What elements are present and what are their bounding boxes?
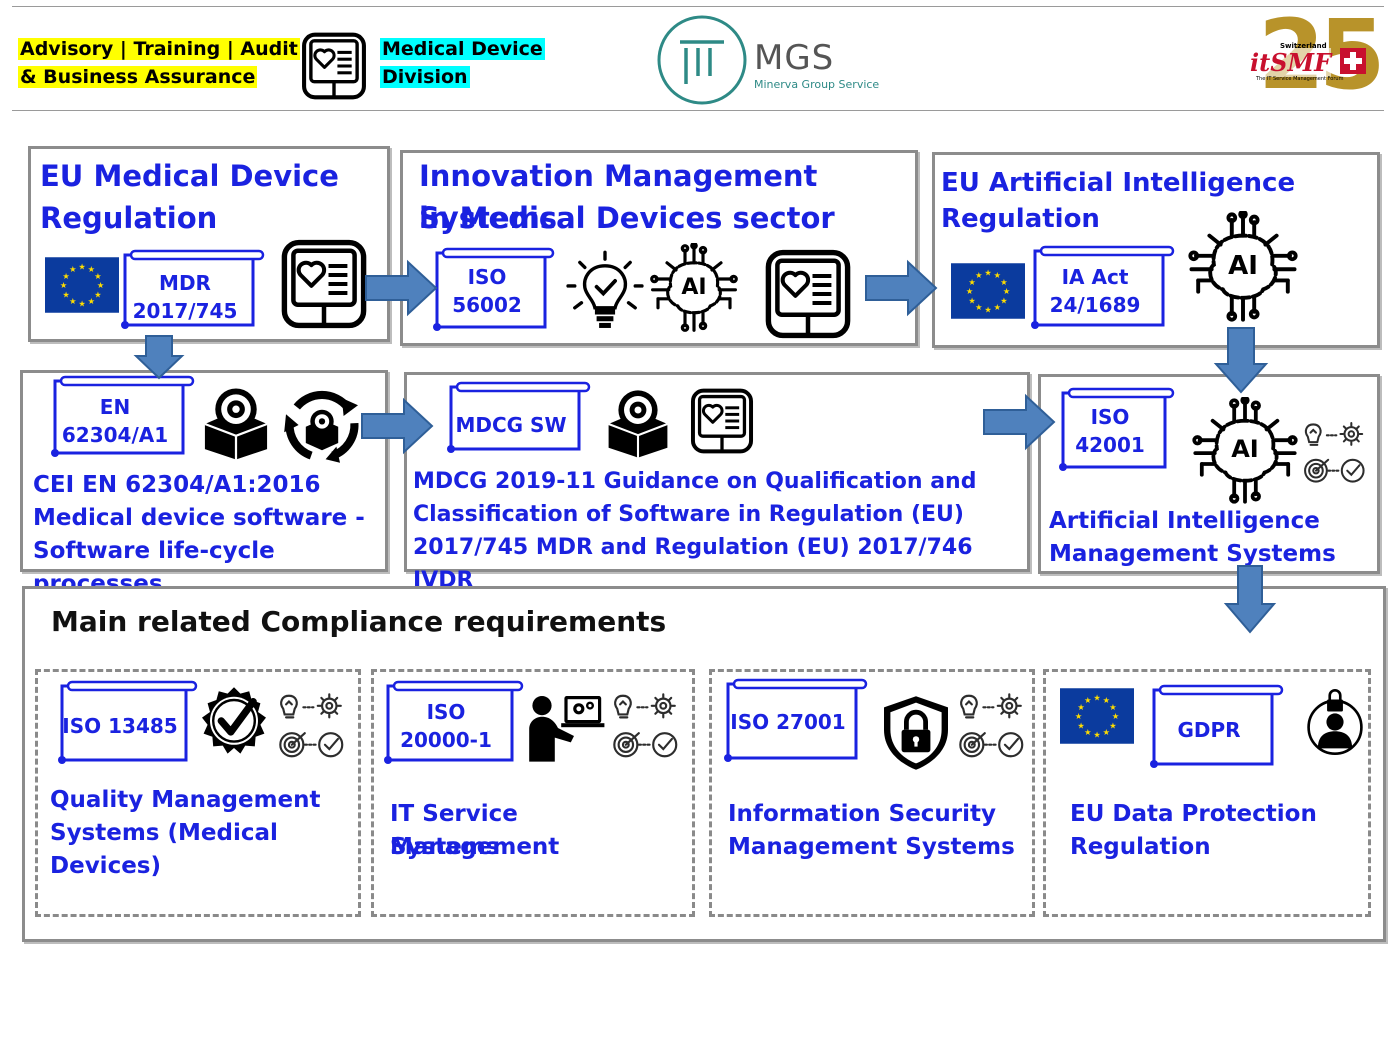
card3-text-line1: Information Security [728, 801, 997, 827]
aia-title-line2: Regulation [941, 204, 1100, 234]
en-text-line2: Medical device software - [33, 505, 365, 531]
en-doc-line1: EN [99, 395, 131, 419]
itsmf-25-badge: 25 Switzerland itSMF The IT Service Mana… [1250, 0, 1386, 110]
software-box-icon [199, 381, 273, 467]
mdcg-text-line3: 2017/745 MDR and Regulation (EU) 2017/74… [413, 535, 973, 593]
tagline-line2: & Business Assurance [18, 66, 258, 88]
eu-flag-icon [1060, 688, 1134, 744]
person-lock-icon [1302, 682, 1368, 762]
iso42001-document: ISO 42001 [1055, 387, 1179, 473]
compliance-card: GDPR EU Data Protection Regulation [1043, 669, 1371, 917]
card1-text-line2: Systems (Medical [50, 820, 278, 846]
card3-text-line2: Management Systems [728, 834, 1015, 860]
card2-doc-line1: ISO [426, 700, 466, 724]
target-process-icon [276, 688, 348, 764]
security-shield-icon [876, 688, 956, 778]
iso42001-text-line1: Artificial Intelligence [1049, 508, 1320, 534]
card1-text-line3: Devices) [50, 853, 162, 879]
aia-doc-line1: IA Act [1061, 265, 1129, 289]
mdcg-panel: MDCG SW MDCG 2019-11 Guidance on Qualifi… [404, 372, 1030, 593]
badge-tagline: The IT Service Management Forum [1256, 76, 1344, 82]
software-box-icon [603, 383, 673, 465]
division-label: Medical Device Division [380, 35, 545, 91]
card4-doc-line1: GDPR [1177, 718, 1241, 742]
card2-text-line2: Systems [390, 834, 500, 860]
ai-act-panel: EU Artificial Intelligence Regulation IA… [932, 152, 1380, 348]
software-cycle-icon [277, 379, 367, 471]
it-support-icon [520, 688, 612, 768]
ia-act-document: IA Act 24/1689 [1027, 245, 1177, 331]
division-line1: Medical Device [380, 38, 545, 60]
compliance-card: ISO 27001 Information Security Managemen… [709, 669, 1035, 917]
ai-chip-icon: AI [1191, 397, 1299, 505]
lightbulb-icon [563, 249, 647, 333]
compliance-card: ISO 13485 Quality Management Systems (Me… [35, 669, 361, 917]
swiss-cross-icon [1340, 48, 1366, 74]
mdcg-text-line2: Classification of Software in Regulation… [413, 502, 964, 527]
mdr-document: MDR 2017/745 [117, 249, 267, 331]
gdpr-document: GDPR [1146, 684, 1286, 770]
iso42001-text-line2: Management Systems [1049, 541, 1336, 567]
mgs-logo: MGS Minerva Group Service [656, 14, 896, 106]
en62304-document: EN 62304/A1 [47, 375, 197, 459]
en62304-panel: EN 62304/A1 CEI EN 62304/A1:2016 Medical… [20, 370, 388, 597]
badge-brand: itSMF [1250, 48, 1332, 77]
card2-text-line1: IT Service Management [390, 801, 560, 860]
card3-doc-line1: ISO 27001 [730, 710, 846, 734]
card4-text-line2: Regulation [1070, 834, 1211, 860]
badge-country: Switzerland [1280, 42, 1327, 50]
iso20000-document: ISO 20000-1 [380, 680, 526, 766]
compliance-container: Main related Compliance requirements ISO… [22, 586, 1386, 942]
ai-chip-icon: AI [1187, 211, 1299, 323]
card2-doc-line2: 20000-1 [400, 728, 492, 752]
tablet-heart-icon [689, 385, 755, 457]
ai-label: AI [1231, 435, 1259, 463]
mdr-title-line1: EU Medical Device [40, 159, 339, 193]
iso13485-document: ISO 13485 [54, 680, 200, 766]
card4-text-line1: EU Data Protection [1070, 801, 1317, 827]
mdcg-document: MDCG SW [443, 381, 593, 455]
en-text-line1: CEI EN 62304/A1:2016 [33, 472, 321, 498]
tagline-line1: Advisory | Training | Audit [18, 38, 300, 60]
target-process-icon [956, 688, 1028, 764]
logo-name: MGS [754, 38, 835, 78]
tablet-heart-icon [763, 247, 853, 341]
quality-check-icon [194, 684, 274, 764]
iso27001-document: ISO 27001 [720, 678, 870, 764]
eu-flag-icon [45, 257, 119, 313]
ims-doc-line1: ISO [467, 265, 507, 289]
mdcg-text-line1: MDCG 2019-11 Guidance on Qualification a… [413, 469, 977, 494]
compliance-card: ISO 20000-1 IT Service Management System… [371, 669, 695, 917]
tablet-heart-icon [279, 237, 369, 331]
mdr-doc-line1: MDR [159, 271, 211, 295]
mdr-title-line2: Regulation [40, 201, 218, 235]
ims-title-line2: in Medical Devices sector [419, 201, 835, 235]
ims-title-line1: Innovation Management Systems [419, 159, 818, 235]
logo-sub: Minerva Group Service [754, 78, 880, 91]
mdr-panel: EU Medical Device Regulation MDR 2017/74… [28, 146, 390, 342]
target-process-icon [1301, 415, 1369, 491]
compliance-title: Main related Compliance requirements [51, 605, 667, 638]
aia-title-line1: EU Artificial Intelligence [941, 168, 1296, 198]
division-line2: Division [380, 66, 470, 88]
en-doc-line2: 62304/A1 [61, 423, 169, 447]
ai-label: AI [1228, 251, 1258, 281]
innovation-panel: Innovation Management Systems in Medical… [400, 150, 918, 346]
iso42001-doc-line2: 42001 [1075, 433, 1145, 457]
ims-doc-line2: 56002 [452, 293, 522, 317]
mdcg-doc-label: MDCG SW [455, 413, 567, 437]
ai-chip-icon: AI [649, 243, 739, 333]
iso42001-panel: ISO 42001 AI Artificial Intelligence Man… [1038, 374, 1380, 574]
tablet-heart-icon [300, 30, 368, 102]
tagline: Advisory | Training | Audit & Business A… [18, 35, 300, 91]
eu-flag-icon [951, 263, 1025, 319]
ai-label: AI [681, 275, 707, 300]
card1-doc-line1: ISO 13485 [62, 714, 178, 738]
target-process-icon [610, 688, 682, 764]
iso56002-document: ISO 56002 [429, 247, 559, 333]
iso42001-doc-line1: ISO [1090, 405, 1130, 429]
aia-doc-line2: 24/1689 [1049, 293, 1141, 317]
mdr-doc-line2: 2017/745 [132, 299, 238, 323]
card1-text-line1: Quality Management [50, 787, 321, 813]
